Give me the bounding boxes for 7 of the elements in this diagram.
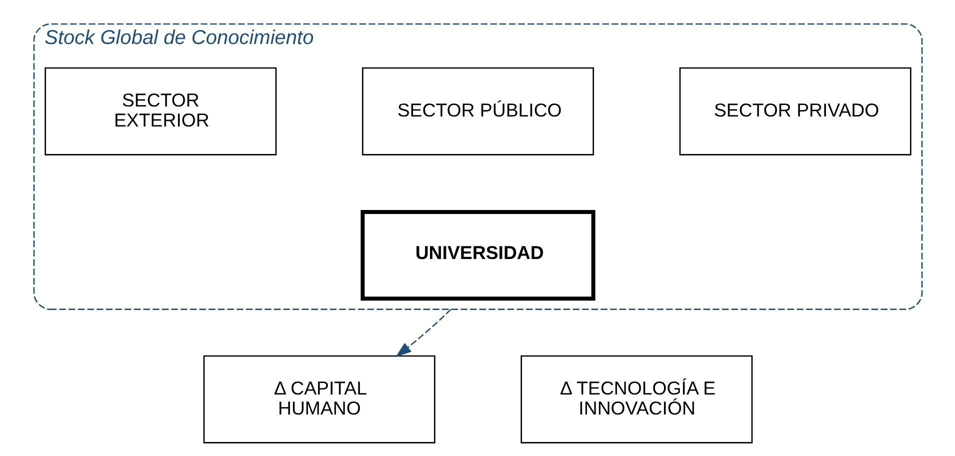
node-box: SECTOR PÚBLICO [362, 67, 594, 156]
node-box: Δ TECNOLOGÍA E INNOVACIÓN [520, 355, 752, 444]
node-box: SECTOR EXTERIOR [44, 67, 276, 156]
arrow [394, 308, 451, 358]
node-box: Δ CAPITAL HUMANO [202, 355, 435, 444]
node-box: UNIVERSIDAD [360, 210, 595, 301]
node-box: SECTOR PRIVADO [678, 67, 911, 156]
